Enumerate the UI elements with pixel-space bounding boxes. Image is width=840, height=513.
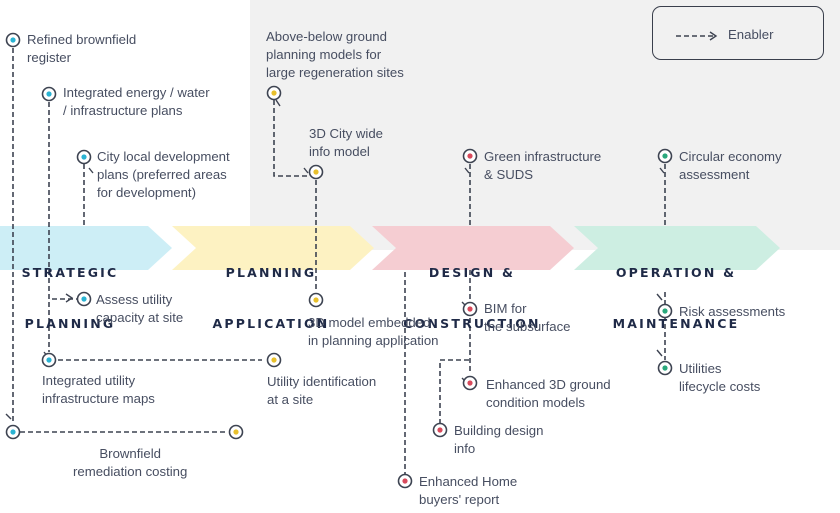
node-bim-subsurface [462,301,478,317]
label-above-below: Above-below ground planning models for l… [266,29,404,80]
stage-label-strategic: STRATEGIC PLANNING [0,230,140,349]
connector-above-below [273,100,308,177]
node-model-embedded [308,292,324,308]
label-home-buyers: Enhanced Home buyers' report [419,474,518,507]
stage-arrow-design [372,226,574,270]
node-utilities-lifecycle [657,360,673,376]
node-circular-economy [657,148,673,164]
stage-strategic-line2: PLANNING [24,316,116,331]
band-mask-bottom [0,250,840,513]
legend-label: Enabler [728,27,774,42]
stage-label-planning: PLANNING APPLICATION [196,230,346,349]
arrowhead-legend [709,31,718,41]
legend-box [652,6,824,60]
label-utility-identification: Utility identification at a site [267,374,377,407]
node-city-info-model [308,164,324,180]
node-building-design [432,422,448,438]
node-assess-utility [76,291,92,307]
stage-label-operation: OPERATION & MAINTENANCE [598,230,754,349]
band-mask-left [0,0,250,250]
node-above-below [266,85,282,101]
label-circular-economy: Circular economy assessment [679,149,782,182]
label-assess-utility: Assess utility capacity at site [96,292,184,325]
label-city-local-dev: City local development plans (preferred … [97,149,230,200]
label-bim-subsurface: BIM for the subsurface [484,301,571,334]
stage-strategic-line1: STRATEGIC [21,265,119,280]
node-brownfield-end [228,424,244,440]
label-city-info-model: 3D City wide info model [309,126,384,159]
node-integrated-utility-maps [41,352,57,368]
label-brownfield-costing: Brownfield remediation costing [73,446,188,479]
label-refined-brownfield: Refined brownfield register [27,32,137,65]
node-green-infra [462,148,478,164]
stage-planning-line2: APPLICATION [212,316,330,331]
node-home-buyers [397,473,413,489]
stage-design-line1: DESIGN & [428,265,516,280]
arrowhead-green [464,167,470,174]
arrowhead-above-below [275,99,281,107]
arrowhead-assess [65,293,74,303]
arrowhead-brownfield [5,413,12,420]
stage-arrow-planning [172,226,374,270]
stage-label-design: DESIGN & CONSTRUCTION [396,230,548,349]
stage-operation-line1: OPERATION & [615,265,737,280]
stage-arrow-strategic [0,226,172,270]
stage-planning-line1: PLANNING [225,265,317,280]
node-integrated-energy [41,86,57,102]
stage-design-line2: CONSTRUCTION [403,316,541,331]
node-brownfield-costing [5,424,21,440]
node-enhanced-ground [462,375,478,391]
node-risk-assessments [657,303,673,319]
connector-lines [12,35,716,474]
stage-operation-line2: MAINTENANCE [612,316,740,331]
label-green-infra: Green infrastructure & SUDS [484,149,602,182]
label-risk-assessments: Risk assessments [679,304,786,319]
label-enhanced-ground: Enhanced 3D ground condition models [486,377,611,410]
arrowhead-city-local [88,167,94,174]
node-utility-identification [266,352,282,368]
label-building-design: Building design info [454,423,544,456]
label-model-embedded: 3D model embedded in planning applicatio… [308,315,439,348]
stage-arrow-operation [574,226,780,270]
node-refined-brownfield [5,32,21,48]
arrowhead-circular [659,167,665,174]
connector-building-design [439,359,470,424]
arrowhead-risk [656,293,663,301]
arrowhead-city-model [303,167,309,174]
label-utilities-lifecycle: Utilities lifecycle costs [679,361,761,394]
label-integrated-energy: Integrated energy / water / infrastructu… [63,85,210,118]
arrowhead-lifecycle [656,349,663,357]
label-integrated-utility-maps: Integrated utility infrastructure maps [42,373,155,406]
node-city-local-dev [76,149,92,165]
